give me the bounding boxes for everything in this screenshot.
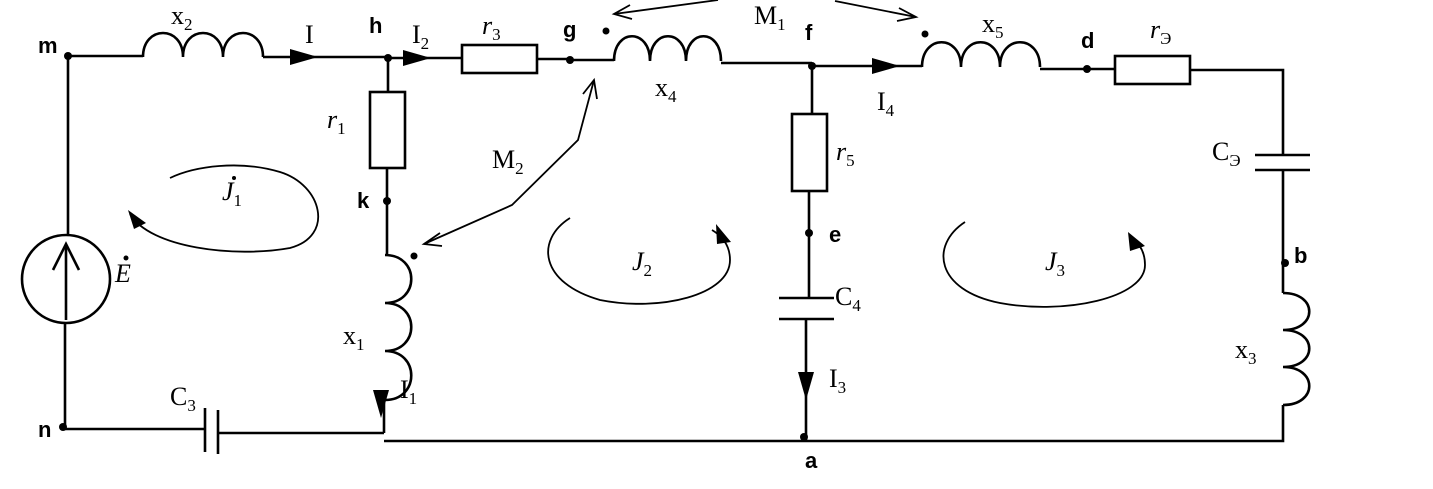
label-x3: x3 (1235, 335, 1257, 368)
label-x5: x5 (982, 9, 1004, 42)
label-j1-phasor-dot (232, 176, 236, 180)
node-labels: m h g f d k e b n a (38, 13, 1307, 473)
capacitors (203, 153, 1310, 454)
arrow-i2 (403, 50, 431, 66)
node-h-dot (384, 54, 392, 62)
source-phasor-dot (123, 255, 129, 261)
node-f-dot (808, 62, 816, 70)
label-c-e: CЭ (1212, 137, 1241, 170)
loop-arrows (128, 164, 1146, 308)
capacitor-c-e (1255, 153, 1310, 172)
label-i: I (305, 20, 314, 49)
node-k-dot (383, 197, 391, 205)
node-a-dot (800, 433, 808, 441)
capacitor-c4 (779, 296, 834, 321)
arrow-i3 (798, 372, 814, 400)
current-labels: I I2 I4 I1 I3 (305, 20, 895, 408)
node-e-dot (805, 229, 813, 237)
label-node-f: f (805, 20, 813, 45)
loop-j2-arc (547, 217, 731, 305)
current-arrows (290, 49, 900, 418)
label-i1: I1 (400, 375, 417, 408)
label-r-e: rЭ (1150, 15, 1171, 48)
inductor-x4 (612, 35, 723, 62)
inductor-x2 (141, 31, 265, 58)
label-x1: x1 (343, 321, 365, 354)
resistor-r3 (460, 43, 539, 75)
label-i2: I2 (412, 20, 429, 53)
loop-j1-arrowhead (128, 210, 146, 229)
node-m-dot (64, 52, 72, 60)
node-g-dot (566, 56, 574, 64)
label-i3: I3 (829, 364, 846, 397)
polarity-dot-x4 (602, 27, 610, 35)
label-j3: J3 (1045, 247, 1065, 280)
label-c4: C4 (835, 282, 861, 315)
capacitor-c3 (203, 408, 220, 454)
label-m2: M2 (492, 145, 524, 178)
polarity-dot-x1 (410, 252, 418, 260)
inductor-x1 (384, 253, 413, 402)
resistors (368, 43, 1192, 193)
wires (63, 54, 1285, 443)
source-label: E (114, 259, 131, 288)
voltage-source: E (20, 233, 131, 325)
label-node-k: k (357, 188, 370, 213)
label-j1: J1 (222, 177, 242, 210)
resistor-r-e (1113, 54, 1192, 86)
label-node-a: a (805, 448, 818, 473)
mutual-arrows (421, 0, 919, 247)
loop-labels: J1 J2 J3 (222, 176, 1065, 280)
label-j2: J2 (632, 247, 652, 280)
label-node-g: g (563, 17, 576, 42)
label-i4: I4 (877, 87, 895, 120)
label-node-e: e (829, 222, 841, 247)
label-r5: r5 (836, 137, 855, 170)
label-r3: r3 (482, 11, 501, 44)
label-node-b: b (1294, 243, 1307, 268)
arrow-i1 (373, 390, 389, 418)
loop-j2-arrowhead (716, 224, 731, 244)
resistor-r1 (368, 90, 407, 170)
node-d-dot (1083, 65, 1091, 73)
label-node-h: h (369, 13, 382, 38)
arrow-i4 (872, 58, 900, 74)
inductor-x3 (1282, 291, 1311, 407)
label-x4: x4 (655, 73, 677, 106)
nodes (59, 27, 1289, 441)
loop-j1-arc (129, 164, 320, 253)
loop-j3-arrowhead (1128, 232, 1145, 251)
loop-j3-arc (942, 221, 1146, 308)
label-node-d: d (1081, 28, 1094, 53)
label-c3: C3 (170, 382, 196, 415)
node-b-dot (1281, 259, 1289, 267)
label-node-n: n (38, 417, 51, 442)
resistor-r5 (790, 112, 829, 193)
inductor-x5 (920, 41, 1042, 68)
label-m1: M1 (754, 1, 786, 34)
inductors (141, 31, 1311, 407)
component-labels: x2 r3 x4 x5 rЭ r1 r5 CЭ C4 C3 x1 x3 (170, 1, 1257, 415)
label-x2: x2 (171, 1, 193, 34)
node-n-dot (59, 423, 67, 431)
arrow-i (290, 49, 318, 65)
label-r1: r1 (327, 105, 346, 138)
mutual-labels: M1 M2 (492, 1, 786, 178)
polarity-dot-x5 (921, 30, 929, 38)
label-node-m: m (38, 33, 58, 58)
